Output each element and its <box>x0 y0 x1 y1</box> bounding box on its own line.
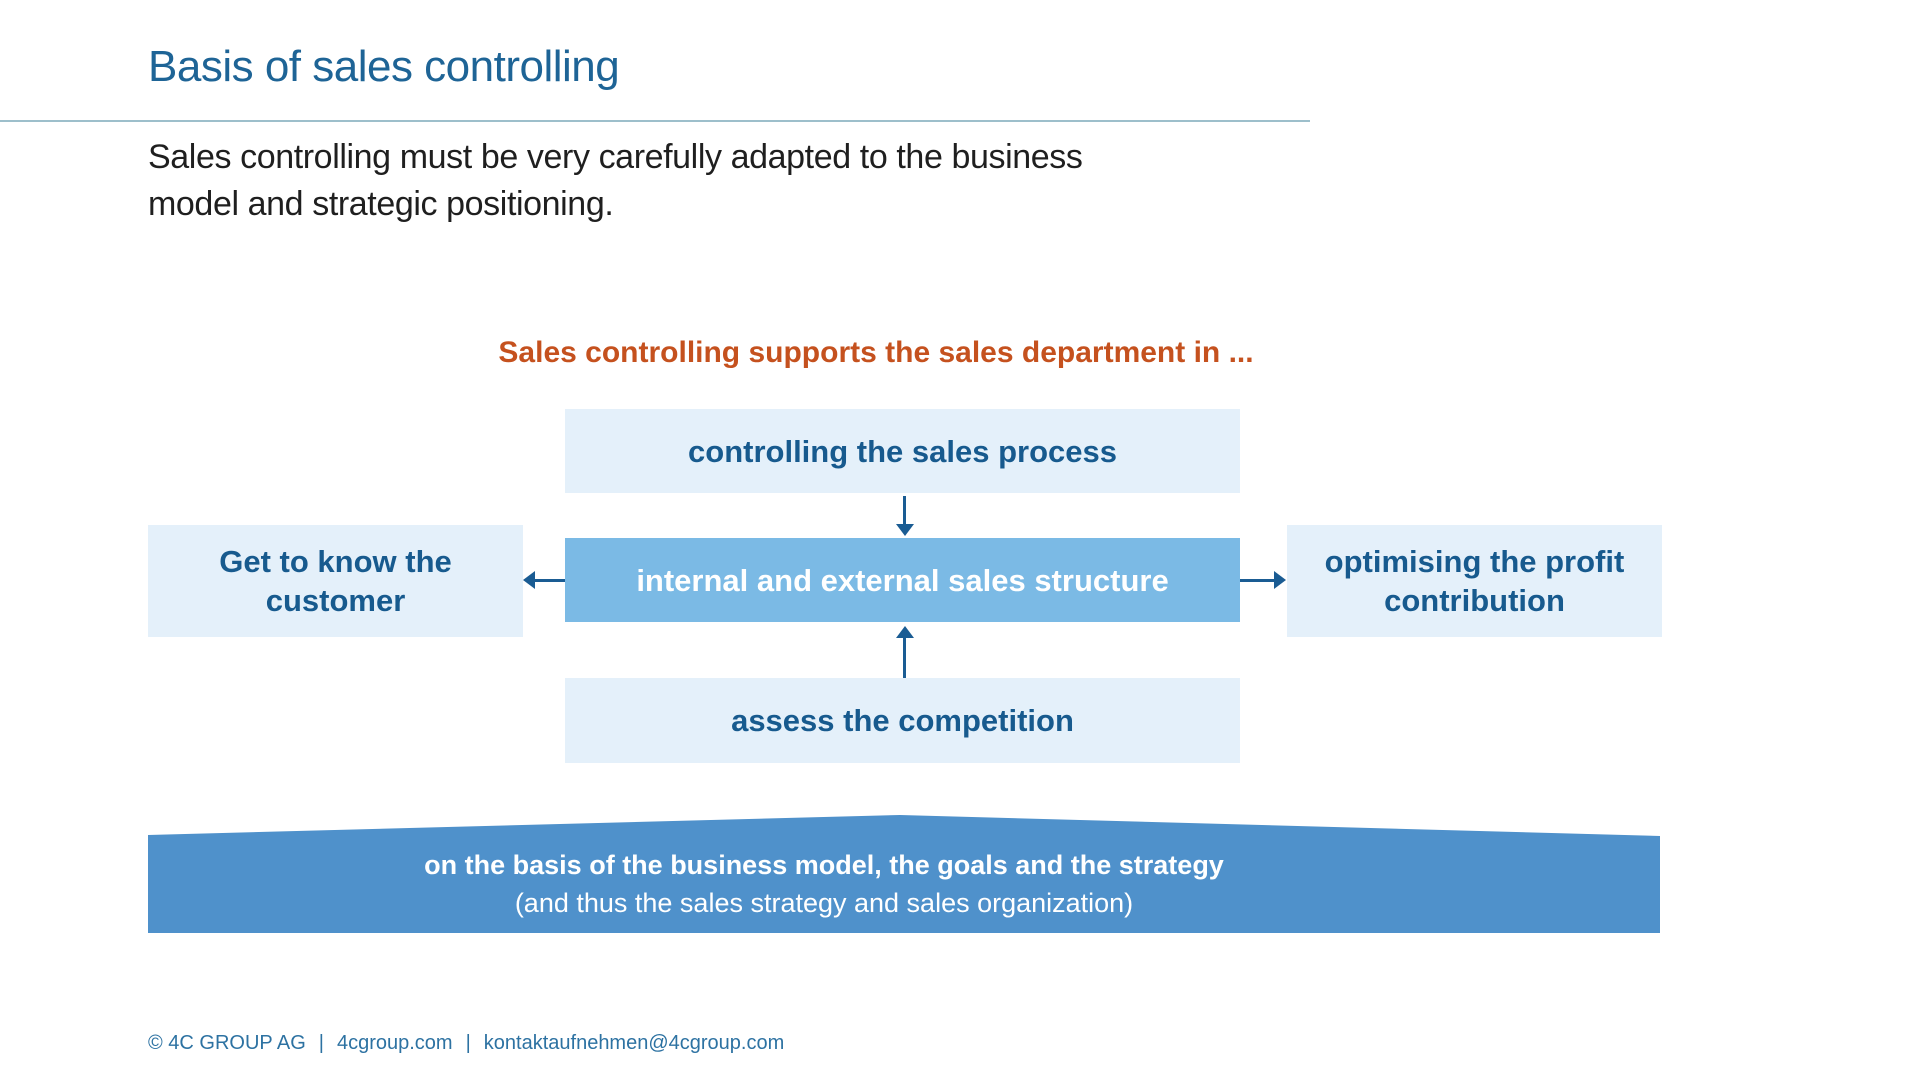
box-controlling-sales-process: controlling the sales process <box>565 409 1240 493</box>
title-divider <box>0 120 1310 122</box>
footer-website-link[interactable]: 4cgroup.com <box>336 1032 453 1054</box>
box-get-to-know-customer: Get to know the customer <box>148 525 523 637</box>
arrow-head <box>1274 571 1286 589</box>
intro-text: Sales controlling must be very carefully… <box>148 138 1083 223</box>
footer-separator: | <box>318 1032 324 1054</box>
footer-email-link[interactable]: kontaktaufnehmen@4cgroup.com <box>483 1032 785 1054</box>
arrow-shaft <box>903 638 906 678</box>
arrow-down-icon <box>896 496 914 536</box>
arrow-head <box>896 524 914 536</box>
box-label: Get to know the customer <box>219 544 452 618</box>
arrow-head <box>896 626 914 638</box>
banner-line1: on the basis of the business model, the … <box>424 850 1224 880</box>
page-title: Basis of sales controlling <box>148 42 620 91</box>
arrow-shaft <box>1240 579 1274 582</box>
arrow-right-icon <box>1240 571 1286 589</box>
arrow-shaft <box>903 496 906 524</box>
footer-copyright: © 4C GROUP AG <box>148 1032 306 1054</box>
box-sales-structure: internal and external sales structure <box>565 538 1240 622</box>
arrow-head <box>523 571 535 589</box>
arrow-up-icon <box>896 626 914 678</box>
box-label: controlling the sales process <box>688 433 1117 469</box>
diagram-heading: Sales controlling supports the sales dep… <box>498 336 1254 369</box>
footer-separator: | <box>465 1032 471 1054</box>
box-optimising-profit-contribution: optimising the profit contribution <box>1287 525 1662 637</box>
arrow-shaft <box>535 579 565 582</box>
box-label: optimising the profit contribution <box>1324 544 1625 618</box>
banner-line2: (and thus the sales strategy and sales o… <box>514 888 1134 918</box>
footer: © 4C GROUP AG | 4cgroup.com | kontaktauf… <box>148 1031 784 1055</box>
box-label: internal and external sales structure <box>636 562 1169 598</box>
foundation-banner: on the basis of the business model, the … <box>148 815 1660 933</box>
banner-text: on the basis of the business model, the … <box>148 846 1500 922</box>
box-label: assess the competition <box>731 703 1074 738</box>
arrow-left-icon <box>523 571 565 589</box>
box-assess-competition: assess the competition <box>565 678 1240 763</box>
